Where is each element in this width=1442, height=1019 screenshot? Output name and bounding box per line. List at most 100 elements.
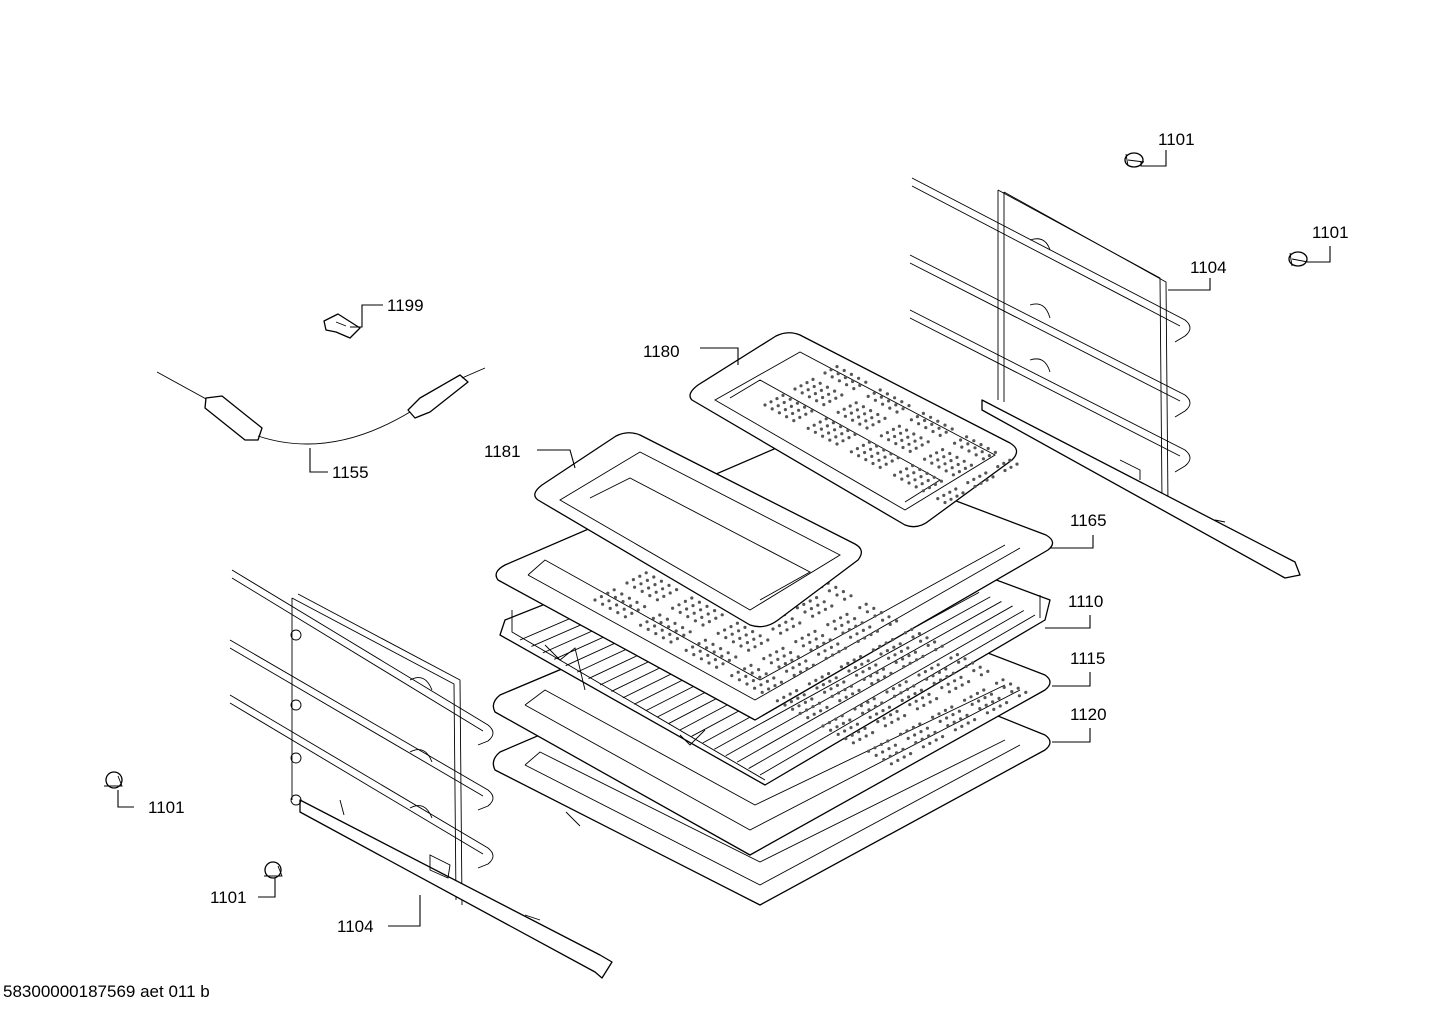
perforation-hole — [830, 375, 834, 379]
perforation-hole — [827, 392, 831, 396]
perforation-hole — [839, 616, 843, 620]
perforation-hole — [902, 755, 906, 759]
perforation-hole — [716, 631, 720, 636]
perforation-hole — [613, 595, 618, 600]
perforation-hole — [951, 671, 956, 675]
perforation-hole — [885, 392, 890, 396]
perforation-hole — [625, 581, 629, 585]
perforation-hole — [834, 396, 838, 400]
perforation-hole — [914, 699, 918, 703]
rack-bar — [759, 614, 1036, 776]
perforation-hole — [969, 463, 974, 467]
perforation-hole — [703, 638, 708, 642]
perforation-hole — [798, 621, 802, 625]
perforation-hole — [795, 401, 800, 405]
perforation-hole — [806, 716, 810, 720]
perforation-hole — [768, 653, 772, 657]
perforation-hole — [912, 471, 916, 475]
perforation-hole — [864, 419, 868, 423]
perforation-hole — [621, 600, 625, 604]
perforation-hole — [911, 464, 915, 468]
perforation-hole — [943, 500, 947, 505]
perforation-hole — [899, 470, 903, 474]
perforation-hole — [659, 621, 663, 625]
perforation-hole — [887, 438, 891, 442]
perforation-hole — [924, 426, 928, 430]
perforation-hole — [835, 442, 839, 446]
perforation-hole — [724, 636, 728, 640]
perforation-hole — [849, 411, 854, 415]
part-labels: 1101 1101 1104 1199 1180 1155 1181 1165 … — [148, 130, 1349, 936]
perforation-hole — [943, 423, 947, 427]
perforation-hole — [639, 582, 643, 586]
perforation-hole — [824, 656, 828, 661]
perforation-hole — [646, 627, 650, 632]
perforation-hole — [938, 719, 942, 724]
perforation-hole — [903, 714, 907, 718]
perforation-hole — [972, 439, 976, 443]
perforation-hole — [835, 725, 839, 729]
perforation-hole — [973, 718, 977, 722]
perforation-hole — [852, 387, 856, 391]
leader-lines — [117, 150, 1331, 927]
perforation-hole — [965, 713, 969, 718]
perforation-hole — [889, 762, 894, 766]
perforation-hole — [616, 611, 620, 615]
perforation-hole — [769, 661, 774, 665]
perforation-hole — [997, 696, 1001, 701]
perforation-hole — [912, 684, 916, 688]
perforation-hole — [879, 652, 883, 656]
perforation-hole — [821, 724, 825, 728]
perforation-hole — [861, 443, 866, 447]
perforation-hole — [836, 732, 840, 737]
perforation-hole — [915, 415, 920, 419]
perforation-hole — [701, 623, 705, 627]
perforation-hole — [866, 700, 870, 704]
perforation-hole — [681, 626, 685, 630]
perforation-hole — [906, 736, 910, 741]
perforation-hole — [982, 688, 986, 692]
perforation-hole — [1001, 678, 1005, 682]
perforation-hole — [636, 608, 640, 612]
perforation-hole — [953, 679, 957, 683]
perforation-hole — [899, 649, 904, 654]
perforation-hole — [865, 610, 870, 614]
perforation-hole — [876, 720, 880, 724]
perforation-hole — [685, 607, 689, 611]
perforation-hole — [825, 385, 830, 389]
label-1180: 1180 — [643, 342, 680, 361]
perforation-hole — [705, 646, 709, 650]
perforation-hole — [858, 606, 862, 610]
perforation-hole — [620, 592, 624, 596]
perforation-hole — [995, 681, 999, 685]
perforation-hole — [883, 724, 888, 728]
perforation-hole — [897, 424, 902, 428]
perforation-hole — [892, 645, 896, 649]
perforation-hole — [921, 411, 926, 415]
perforation-hole — [797, 662, 802, 667]
perforation-hole — [927, 486, 932, 490]
perforation-hole — [684, 648, 688, 653]
perforation-hole — [971, 661, 975, 665]
perforation-hole — [807, 682, 812, 686]
perforation-hole — [949, 497, 953, 501]
perforation-hole — [593, 598, 597, 602]
perforation-hole — [950, 427, 954, 431]
perforation-hole — [881, 618, 885, 622]
perforation-hole — [773, 684, 777, 688]
perforation-hole — [930, 666, 934, 670]
perforation-hole — [942, 455, 946, 459]
perforation-hole — [783, 703, 787, 707]
perforation-hole — [822, 641, 826, 645]
perforation-hole — [839, 425, 843, 429]
perforation-hole — [953, 728, 958, 732]
perforation-hole — [834, 676, 838, 680]
perforation-hole — [979, 443, 983, 447]
perforation-hole — [898, 683, 902, 687]
perforation-hole — [792, 419, 796, 423]
perforation-hole — [714, 616, 718, 620]
perforation-hole — [647, 586, 651, 590]
perforation-hole — [961, 491, 965, 495]
perforation-hole — [753, 686, 757, 690]
perforation-hole — [992, 707, 996, 712]
